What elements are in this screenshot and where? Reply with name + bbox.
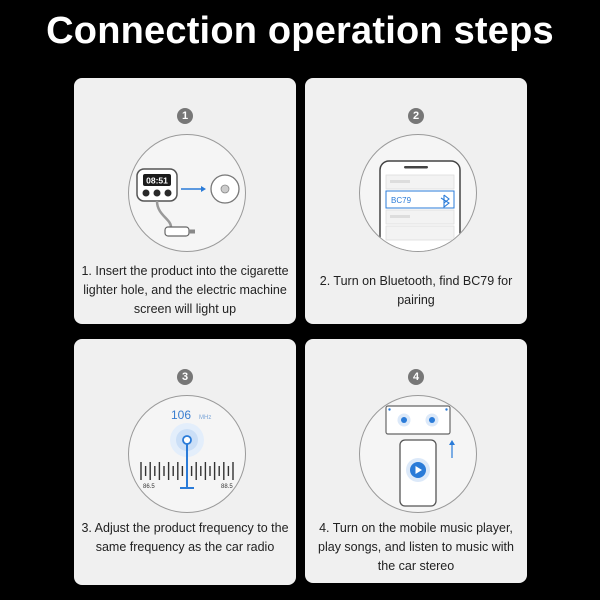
- list-row-placeholder: [390, 180, 410, 183]
- step-card-3: 3 106 MHz 86.5 88.5 3. Adjust the produc…: [74, 339, 296, 585]
- plug-icon: [164, 226, 190, 237]
- plug-tip-icon: [189, 229, 195, 234]
- list-row-selected: [385, 190, 455, 209]
- speaker-cone-icon: [401, 417, 407, 423]
- gooseneck-icon: [155, 200, 173, 228]
- frequency-value: 106: [171, 408, 191, 422]
- list-row: [385, 174, 455, 190]
- step-number-badge: 2: [408, 108, 424, 124]
- arrow-head-icon: [201, 186, 206, 192]
- step-number-badge: 4: [408, 369, 424, 385]
- list-row: [385, 225, 455, 241]
- frequency-dial-illustration: 106 MHz 86.5 88.5: [140, 408, 234, 490]
- step-number-badge: 3: [177, 369, 193, 385]
- arrow-up-head-icon: [449, 440, 455, 445]
- step-illustration: 08:51: [128, 134, 246, 252]
- step-illustration: BC79: [359, 134, 477, 252]
- phone-bluetooth-illustration: BC79: [379, 160, 461, 251]
- scale-min-label: 86.5: [143, 484, 155, 490]
- step-description: 2. Turn on Bluetooth, find BC79 for pair…: [319, 274, 513, 307]
- step-number-badge: 1: [177, 108, 193, 124]
- device-name-label: BC79: [391, 196, 412, 205]
- scale-max-label: 88.5: [221, 484, 233, 490]
- step-illustration: 106 MHz 86.5 88.5: [128, 395, 246, 513]
- car-stereo-illustration: [385, 405, 455, 507]
- step-description: 1. Insert the product into the cigarette…: [81, 264, 289, 316]
- step-description: 3. Adjust the product frequency to the s…: [81, 521, 289, 554]
- step-illustration: [359, 395, 477, 513]
- charger-button-icon: [164, 189, 172, 197]
- charger-screen: [143, 174, 171, 186]
- car-charger-illustration: 08:51: [136, 168, 240, 237]
- car-stereo-icon: [385, 405, 451, 435]
- frequency-scale: [140, 462, 234, 480]
- bluetooth-icon: [440, 194, 450, 209]
- frequency-unit: MHz: [199, 415, 211, 421]
- phone-speaker-icon: [404, 166, 428, 169]
- signal-source-icon: [182, 435, 192, 445]
- page-title: Connection operation steps: [46, 10, 554, 52]
- charger-button-icon: [153, 189, 161, 197]
- list-row: [385, 209, 455, 225]
- stereo-indicator-icon: [445, 408, 448, 411]
- step-card-2: 2 BC79 2. Turn on Bluetooth, find BC79 f…: [305, 78, 527, 324]
- socket-center-icon: [220, 184, 230, 194]
- step-card-1: 1 08:51 1. Insert the product into the c…: [74, 78, 296, 324]
- charger-button-icon: [142, 189, 150, 197]
- step-description: 4. Turn on the mobile music player, play…: [318, 521, 514, 573]
- stereo-indicator-icon: [388, 408, 391, 411]
- charger-screen-text: 08:51: [146, 176, 168, 186]
- list-row-placeholder: [390, 215, 410, 218]
- step-card-4: 4 4. Turn on the mobile music player, pl…: [305, 339, 527, 583]
- play-triangle-icon: [415, 466, 422, 474]
- speaker-cone-icon: [429, 417, 435, 423]
